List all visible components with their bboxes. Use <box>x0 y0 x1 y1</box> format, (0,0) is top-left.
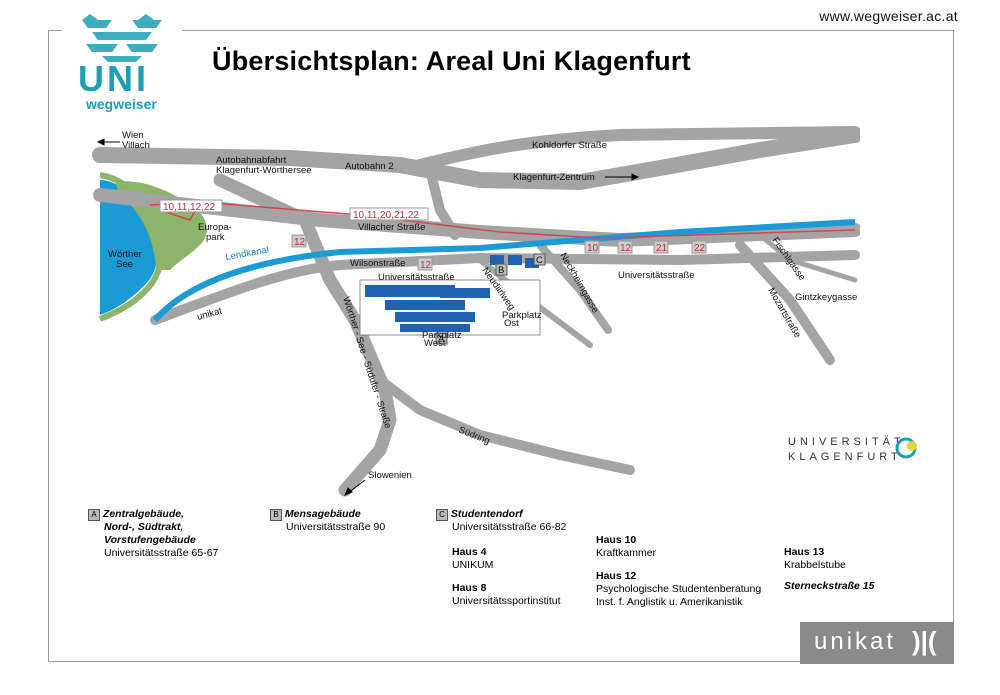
label-wien: Wien <box>122 130 144 141</box>
page-title: Übersichtsplan: Areal Uni Klagenfurt <box>212 46 691 76</box>
haus10-desc: Kraftkammer <box>596 547 657 559</box>
haus8-name: Haus 8 <box>452 582 487 594</box>
legend-key-b: B <box>270 509 282 521</box>
tram-label-c: 12 <box>294 237 306 248</box>
legend-c: C Studentendorf Universitätsstraße 66-82 <box>436 508 566 534</box>
label-klagenfurt-zentrum: Klagenfurt-Zentrum <box>513 172 595 183</box>
unikat-logo[interactable] <box>800 622 954 664</box>
legend-a: A Zentralgebäude, Nord-, Südtrakt, Vorst… <box>88 508 218 560</box>
unikat-logo-text: unikat <box>814 628 897 655</box>
legend-haus8: Haus 8 Universitätssportinstitut <box>452 582 561 608</box>
label-autobahnabfahrt: Autobahnabfahrt <box>216 155 287 166</box>
haus4-desc: UNIKUM <box>452 559 494 571</box>
haus4-name: Haus 4 <box>452 546 487 558</box>
roads <box>92 126 860 497</box>
uni-wegweiser-logo[interactable] <box>62 10 182 118</box>
label-woerther-see-2: See <box>116 259 133 270</box>
campus-buildings <box>365 255 539 332</box>
legend-a-title3: Vorstufengebäude <box>104 534 196 546</box>
legend-haus13: Haus 13 Krabbelstube <box>784 546 846 572</box>
univ-logo-line2: KLAGENFURT <box>788 451 902 463</box>
univ-sun-icon <box>895 437 917 459</box>
tram-label-d: 12 <box>420 260 432 271</box>
label-parkplatz-ost-2: Ost <box>504 318 519 329</box>
page-frame <box>48 30 954 662</box>
logo-wegweiser-text: wegweiser <box>86 96 157 112</box>
haus13-name: Haus 13 <box>784 546 825 558</box>
haus12-desc2: Inst. f. Anglistik u. Amerikanistik <box>596 596 743 608</box>
legend-key-c: C <box>436 509 448 521</box>
logo-arrows-icon <box>82 14 162 62</box>
unikat-mark-icon: )|( <box>912 626 937 656</box>
label-parkplatz-west-1: Parkplatz <box>422 330 462 341</box>
marker-b: B <box>498 265 504 276</box>
legend-c-title: Studentendorf <box>450 508 523 520</box>
site-url[interactable]: www.wegweiser.ac.at <box>819 8 958 24</box>
legend-key-a: A <box>88 509 100 521</box>
label-villach: Villach <box>122 140 150 151</box>
tram-label-h: 22 <box>694 243 706 254</box>
label-kohldorfer-strasse: Kohldorfer Straße <box>532 140 607 151</box>
legend-a-title2: Nord-, Südtrakt, <box>104 521 184 533</box>
label-woerther-see-1: Wörther <box>108 249 142 260</box>
label-parkplatz-west-2: West <box>424 338 446 349</box>
legend-a-addr: Universitätsstraße 65-67 <box>104 547 219 559</box>
legend-a-title1: Zentralgebäude, <box>102 508 185 520</box>
haus13-desc: Krabbelstube <box>784 559 846 571</box>
label-universitaetsstrasse-b: Universitätsstraße <box>618 270 695 281</box>
label-slowenien: Slowenien <box>368 470 412 481</box>
legend-b: B Mensagebäude Universitätsstraße 90 <box>270 508 385 534</box>
haus12-desc1: Psychologische Studentenberatung <box>596 583 762 595</box>
lendkanal-water <box>152 219 856 322</box>
haus10-name: Haus 10 <box>596 534 637 546</box>
haus12-name: Haus 12 <box>596 570 637 582</box>
tram-label-g: 21 <box>656 243 668 254</box>
sterneck-address: Sterneckstraße 15 <box>784 580 875 592</box>
tram-label-b: 10,11,20,21,22 <box>353 210 419 221</box>
legend-b-title: Mensagebäude <box>284 508 361 520</box>
marker-c: C <box>536 255 543 266</box>
haus8-desc: Universitätssportinstitut <box>452 595 561 607</box>
label-europapark-1: Europa- <box>198 222 232 233</box>
legend-b-addr: Universitätsstraße 90 <box>286 521 386 533</box>
label-lendkanal: Lendkanal <box>225 245 270 263</box>
tram-label-e: 10 <box>587 243 599 254</box>
legend-haus4: Haus 4 UNIKUM <box>452 546 493 572</box>
tram-label-a: 10,11,12,22 <box>163 202 216 213</box>
label-gintzkeygasse: Gintzkeygasse <box>795 292 857 303</box>
marker-a: A <box>438 334 445 345</box>
label-autobahn-2: Autobahn 2 <box>345 161 394 172</box>
legend-c-addr: Universitätsstraße 66-82 <box>452 521 567 533</box>
tram-label-f: 12 <box>620 243 632 254</box>
legend-sterneck: Sterneckstraße 15 <box>784 580 874 593</box>
label-wilsonstrasse: Wilsonstraße <box>350 258 405 269</box>
univ-logo-line1: UNIVERSITÄT <box>788 436 905 448</box>
label-europapark-2: park <box>206 232 225 243</box>
label-universitaetsstrasse-a: Universitätsstraße <box>378 272 455 283</box>
legend-haus12: Haus 12 Psychologische Studentenberatung… <box>596 570 761 609</box>
label-parkplatz-ost-1: Parkplatz <box>502 310 542 321</box>
label-villacher-strasse: Villacher Straße <box>358 222 425 233</box>
label-klagenfurt-woerthersee: Klagenfurt-Wörthersee <box>216 165 312 176</box>
legend-haus10: Haus 10 Kraftkammer <box>596 534 656 560</box>
logo-uni-text: UNI <box>78 58 149 99</box>
campus-map[interactable]: 10,11,12,22 10,11,20,21,22 12 12 10 12 2… <box>60 120 860 505</box>
